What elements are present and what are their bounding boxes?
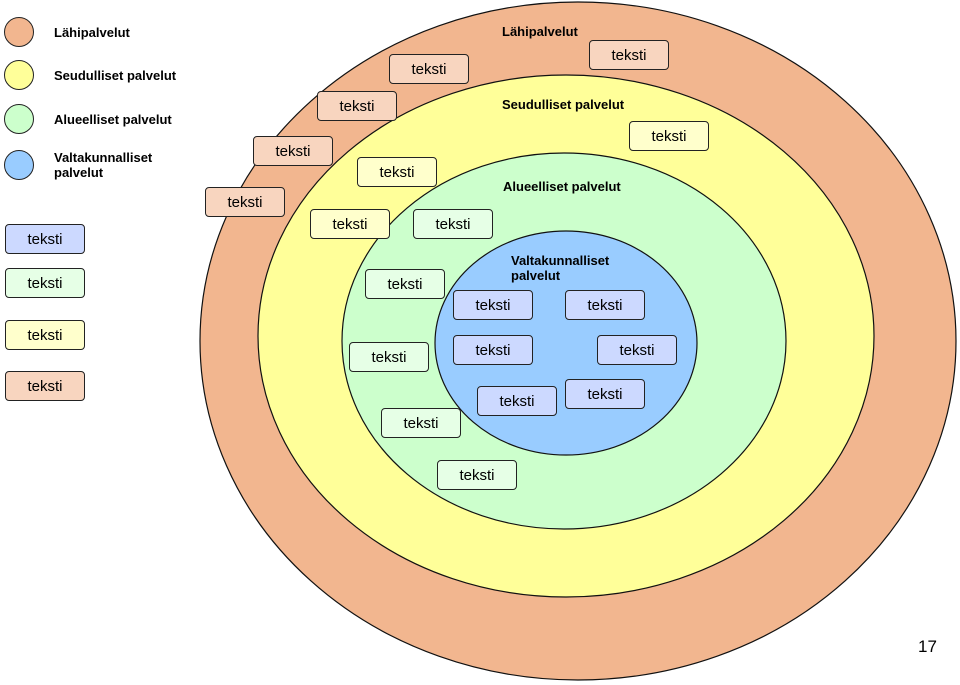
legend-item-regional: Seudulliset palvelut (4, 60, 176, 90)
national-text-box: teksti (453, 290, 533, 320)
legend-label-regional: Seudulliset palvelut (54, 67, 177, 83)
local-text-box: teksti (317, 91, 397, 121)
area-color-swatch (4, 104, 34, 134)
local-text-box: teksti (589, 40, 669, 70)
regional-text-box: teksti (629, 121, 709, 151)
legend-item-local: Lähipalvelut (4, 17, 130, 47)
area-text-box: teksti (365, 269, 445, 299)
national-text-box: teksti (565, 379, 645, 409)
legend-label-national: Valtakunnalliset palvelut (54, 150, 153, 180)
legend-sample-box-local: teksti (5, 371, 85, 401)
area-text-box: teksti (437, 460, 517, 490)
national-color-swatch (4, 150, 34, 180)
local-text-box: teksti (389, 54, 469, 84)
regional-color-swatch (4, 60, 34, 90)
national-text-box: teksti (477, 386, 557, 416)
national-text-box: teksti (453, 335, 533, 365)
legend-label-local: Lähipalvelut (54, 24, 130, 40)
area-text-box: teksti (413, 209, 493, 239)
area-text-box: teksti (381, 408, 461, 438)
legend-item-national: Valtakunnalliset palvelut (4, 150, 174, 180)
legend-item-area: Alueelliset palvelut (4, 104, 172, 134)
page-number: 17 (918, 637, 937, 656)
regional-text-box: teksti (310, 209, 390, 239)
regional-text-box: teksti (357, 157, 437, 187)
national-ring-title: Valtakunnalliset palvelut (511, 253, 610, 283)
legend-sample-box-area: teksti (5, 268, 85, 298)
legend-label-area: Alueelliset palvelut (54, 111, 172, 127)
regional-ring-title: Seudulliset palvelut (502, 97, 625, 112)
local-color-swatch (4, 17, 34, 47)
local-ring-title: Lähipalvelut (502, 24, 578, 39)
national-text-box: teksti (597, 335, 677, 365)
area-text-box: teksti (349, 342, 429, 372)
local-text-box: teksti (253, 136, 333, 166)
national-text-box: teksti (565, 290, 645, 320)
area-ring-title: Alueelliset palvelut (503, 179, 621, 194)
legend-sample-box-regional: teksti (5, 320, 85, 350)
local-text-box: teksti (205, 187, 285, 217)
legend-sample-box-national: teksti (5, 224, 85, 254)
